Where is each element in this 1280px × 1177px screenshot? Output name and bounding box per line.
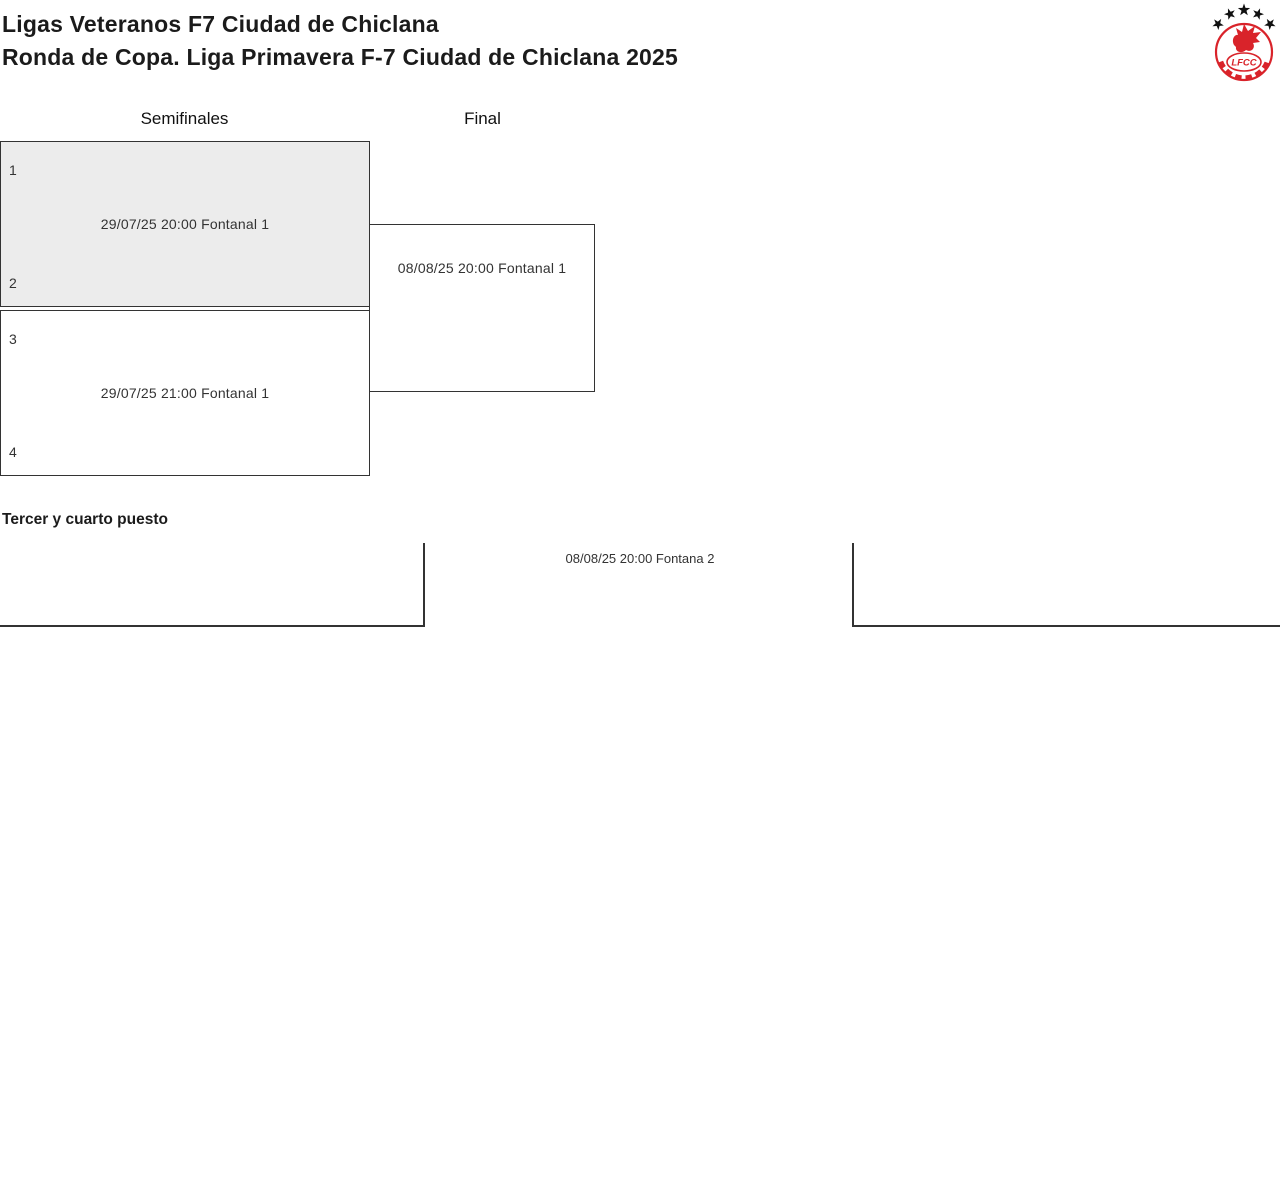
logo-text: LFCC — [1231, 58, 1256, 69]
logo-badge-ellipse — [1226, 52, 1262, 72]
third-place-slot-left[interactable] — [0, 543, 425, 627]
match-semifinal-1[interactable]: 1 29/07/25 20:00 Fontanal 1 2 — [0, 141, 370, 307]
match-schedule-final: 08/08/25 20:00 Fontanal 1 — [397, 260, 567, 276]
page-title-line1: Ligas Veteranos F7 Ciudad de Chiclana — [2, 11, 439, 37]
slot-number-1: 1 — [9, 162, 17, 178]
round-header-semifinales: Semifinales — [140, 109, 229, 128]
third-place-schedule: 08/08/25 20:00 Fontana 2 — [565, 551, 715, 566]
match-schedule-semifinal-2: 29/07/25 21:00 Fontanal 1 — [100, 385, 270, 401]
third-place-slot-right[interactable] — [852, 543, 1280, 627]
page-title-line2: Ronda de Copa. Liga Primavera F-7 Ciudad… — [2, 44, 679, 70]
slot-number-2: 2 — [9, 275, 17, 291]
round-header-final: Final — [464, 109, 501, 128]
league-logo: LFCC — [1211, 3, 1277, 85]
match-semifinal-2[interactable]: 3 29/07/25 21:00 Fontanal 1 4 — [0, 310, 370, 476]
third-place-heading: Tercer y cuarto puesto — [2, 511, 168, 528]
slot-number-3: 3 — [9, 331, 17, 347]
logo-stars-icon — [1212, 3, 1276, 30]
logo-player-icon — [1232, 24, 1261, 53]
slot-number-4: 4 — [9, 444, 17, 460]
page-title: Ligas Veteranos F7 Ciudad de Chiclana Ro… — [2, 8, 678, 74]
match-final[interactable]: 08/08/25 20:00 Fontanal 1 — [369, 224, 595, 392]
match-schedule-semifinal-1: 29/07/25 20:00 Fontanal 1 — [100, 216, 270, 232]
league-logo-icon: LFCC — [1212, 3, 1276, 82]
